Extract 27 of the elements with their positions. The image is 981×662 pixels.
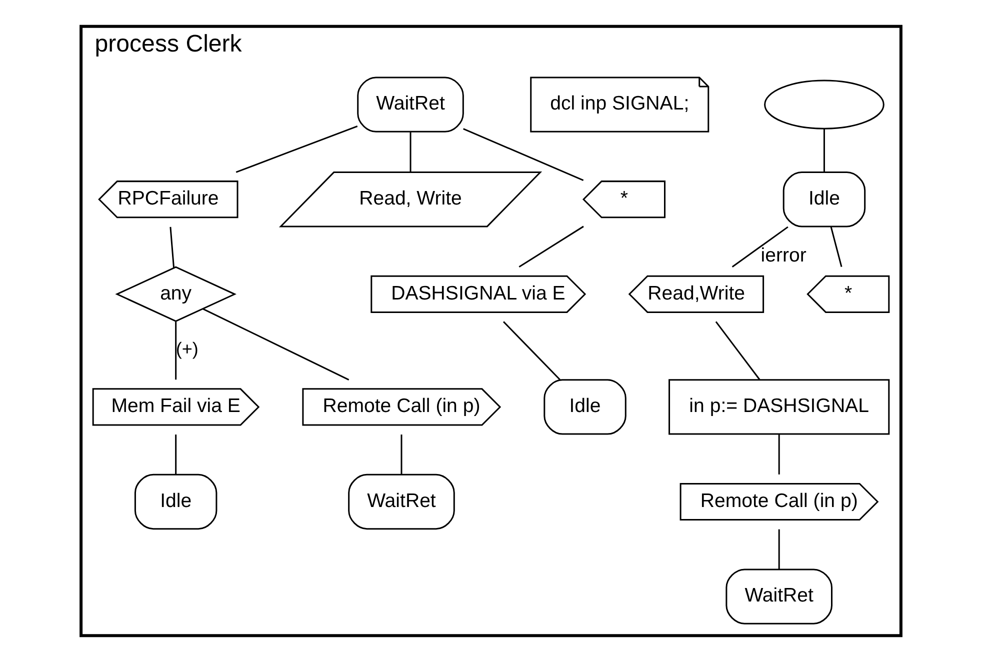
connector bbox=[830, 226, 842, 268]
connector bbox=[822, 128, 824, 172]
node-box: WaitRet bbox=[348, 474, 454, 530]
connector bbox=[778, 434, 780, 474]
node-diamond: any bbox=[114, 266, 236, 322]
node-box: WaitRet bbox=[725, 568, 832, 624]
connector bbox=[462, 128, 584, 182]
node-box: Idle bbox=[782, 172, 866, 228]
node-box: in p:= DASHSIGNAL bbox=[668, 379, 890, 435]
connector bbox=[502, 321, 560, 380]
node-ellipse bbox=[764, 80, 884, 130]
connector bbox=[714, 321, 760, 380]
connector bbox=[174, 322, 176, 380]
connector bbox=[400, 434, 402, 474]
connector bbox=[169, 226, 174, 268]
connector bbox=[731, 226, 788, 268]
connector bbox=[202, 308, 349, 381]
connector bbox=[778, 529, 780, 570]
node-box: Idle bbox=[543, 379, 626, 435]
edge-label: (+) bbox=[175, 339, 198, 360]
node-label: ierror bbox=[760, 244, 806, 267]
connector bbox=[518, 226, 584, 268]
connector bbox=[235, 126, 358, 173]
connector bbox=[174, 434, 176, 474]
connector bbox=[409, 132, 411, 172]
node-box: Idle bbox=[134, 474, 217, 530]
node-box: WaitRet bbox=[356, 76, 464, 132]
